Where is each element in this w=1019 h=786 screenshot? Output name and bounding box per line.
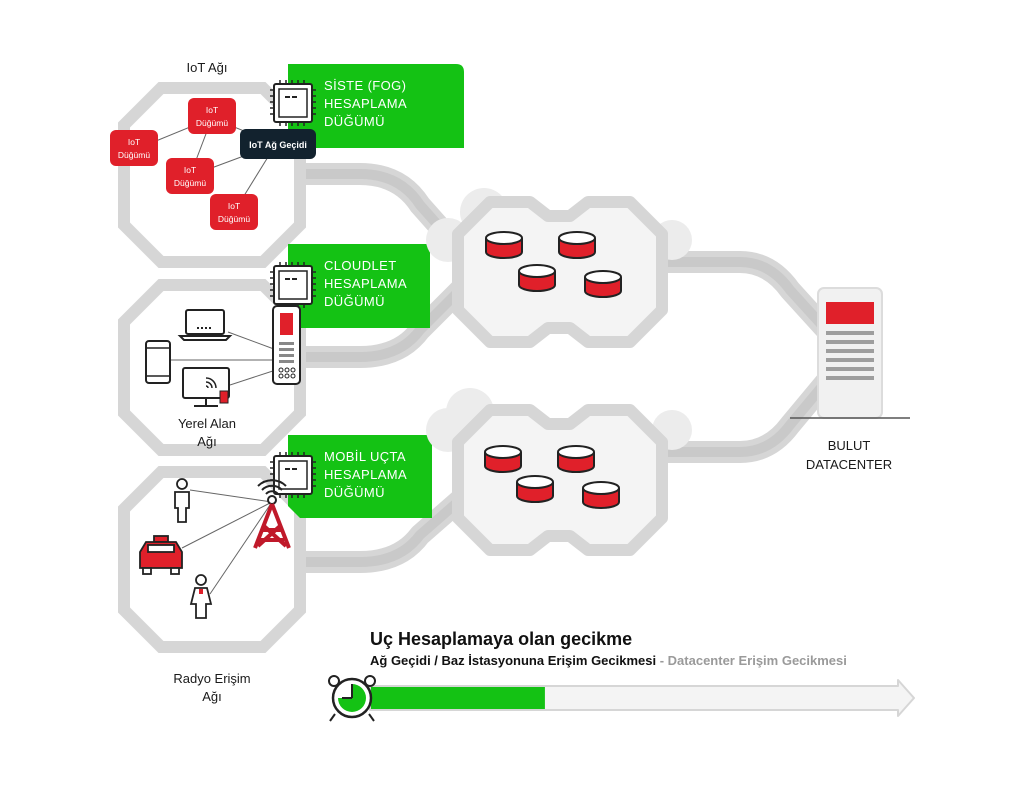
connection-pipes-inner — [300, 169, 844, 567]
database-icon — [518, 264, 556, 292]
iot-node-label: IoT — [206, 105, 218, 115]
database-icon — [516, 475, 554, 503]
latency-progress-fill — [371, 687, 545, 709]
mobile-chip-icon — [269, 451, 317, 499]
iot-network-label: IoT Ağı — [187, 60, 228, 75]
desktop-monitor-icon — [182, 367, 230, 407]
lower-cloud — [426, 388, 692, 556]
person-icon — [174, 478, 190, 523]
latency-subtitle: Ağ Geçidi / Baz İstasyonuna Erişim Gecik… — [370, 653, 847, 668]
mobile-edge-compute-node: MOBİL UÇTA HESAPLAMA DÜĞÜMÜ — [269, 435, 432, 518]
person-woman-icon — [189, 574, 213, 619]
cloudlet-node-label-line1: CLOUDLET — [324, 258, 397, 273]
iot-node-label: Düğümü — [174, 178, 206, 188]
fog-node-label-line3: DÜĞÜMÜ — [324, 114, 385, 129]
database-icon — [557, 445, 595, 473]
alarm-clock-icon — [328, 675, 376, 722]
fog-node-label-line2: HESAPLAMA — [324, 96, 407, 111]
ran-links — [181, 489, 273, 595]
iot-node: IoT Düğümü — [166, 158, 214, 194]
datacenter-label-line1: BULUT — [828, 438, 871, 453]
latency-separator: - — [656, 653, 668, 668]
iot-gateway: IoT Ağ Geçidi — [240, 129, 316, 159]
fog-chip-icon — [269, 79, 317, 127]
lan-network-label: Ağı — [197, 434, 217, 449]
ran-network-label: Ağı — [202, 689, 222, 704]
mobile-node-label-line1: MOBİL UÇTA — [324, 449, 406, 464]
iot-node-label: IoT — [128, 137, 140, 147]
cloudlet-chip-icon — [269, 261, 317, 309]
datacenter-latency-label: Datacenter Erişim Gecikmesi — [668, 653, 847, 668]
taxi-car-icon — [139, 535, 183, 575]
laptop-icon — [177, 309, 233, 341]
iot-node: IoT Düğümü — [110, 130, 158, 166]
mobile-node-label-line2: HESAPLAMA — [324, 467, 407, 482]
lan-network-label: Yerel Alan — [178, 416, 236, 431]
fog-node-label-line1: SİSTE (FOG) — [324, 78, 406, 93]
database-icon — [584, 270, 622, 298]
iot-node-label: Düğümü — [118, 150, 150, 160]
cloudlet-compute-node: CLOUDLET HESAPLAMA DÜĞÜMÜ — [269, 244, 430, 328]
router-device-icon — [272, 305, 301, 385]
ran-network-label: Radyo Erişim — [173, 671, 250, 686]
iot-node-label: Düğümü — [218, 214, 250, 224]
iot-node: IoT Düğümü — [188, 98, 236, 134]
database-icon — [485, 231, 523, 259]
database-icon — [582, 481, 620, 509]
cloudlet-node-label-line2: HESAPLAMA — [324, 276, 407, 291]
datacenter-label-line2: DATACENTER — [806, 457, 892, 472]
iot-gateway-label: IoT Ağ Geçidi — [249, 140, 307, 150]
latency-title: Uç Hesaplamaya olan gecikme — [370, 629, 632, 649]
iot-node-label: Düğümü — [196, 118, 228, 128]
cloudlet-node-label-line3: DÜĞÜMÜ — [324, 294, 385, 309]
iot-node-label: IoT — [228, 201, 240, 211]
iot-node: IoT Düğümü — [210, 194, 258, 230]
iot-node-label: IoT — [184, 165, 196, 175]
database-icon — [558, 231, 596, 259]
gateway-latency-label: Ağ Geçidi / Baz İstasyonuna Erişim Gecik… — [370, 653, 656, 668]
cell-tower-icon — [253, 479, 291, 549]
fog-compute-node: SİSTE (FOG) HESAPLAMA DÜĞÜMÜ — [269, 64, 464, 148]
cloud-datacenter: BULUT DATACENTER — [790, 287, 910, 472]
database-icon — [484, 445, 522, 473]
smartphone-icon — [145, 340, 171, 384]
upper-cloud — [426, 188, 692, 348]
mobile-node-label-line3: DÜĞÜMÜ — [324, 485, 385, 500]
